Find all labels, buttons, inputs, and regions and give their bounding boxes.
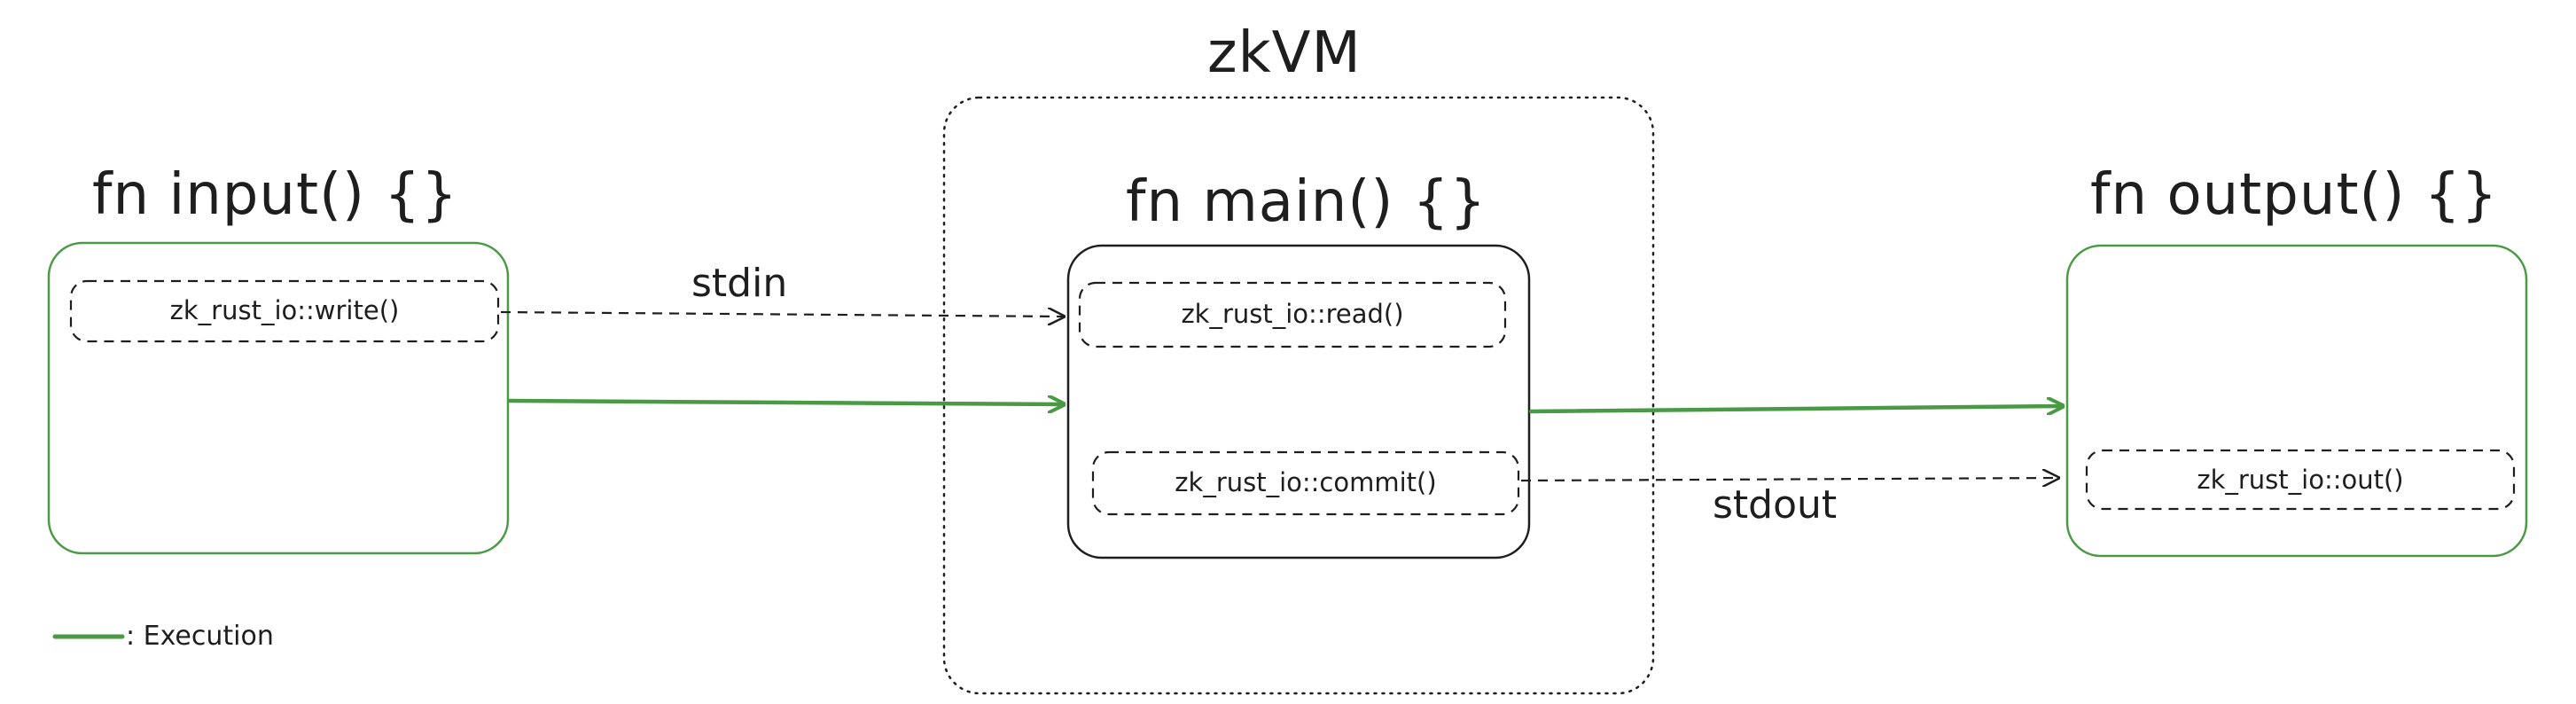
input-fn-title: fn input() {} [92,162,458,228]
stdout-arrow [1520,478,2058,481]
zkvm-container [942,96,1655,695]
execution-arrow-main-output [1528,406,2065,411]
output-fn-title: fn output() {} [2090,162,2499,228]
out-call-label: zk_rust_io::out() [2197,465,2404,495]
main-fn-title: fn main() {} [1126,169,1487,235]
execution-arrow-input-main [507,401,1066,404]
read-call-label: zk_rust_io::read() [1181,299,1404,329]
main-fn-box [1066,244,1531,559]
output-fn-box [2065,244,2528,558]
input-fn-box [47,241,510,555]
zkvm-title: zkVM [1207,20,1362,86]
read-call-box [1078,281,1507,348]
stdout-label: stdout [1713,482,1838,528]
legend-execution-label: : Execution [126,621,274,652]
stdin-arrow [500,312,1064,317]
commit-call-label: zk_rust_io::commit() [1175,467,1437,497]
stdin-label: stdin [691,261,788,306]
write-call-label: zk_rust_io::write() [169,295,400,325]
